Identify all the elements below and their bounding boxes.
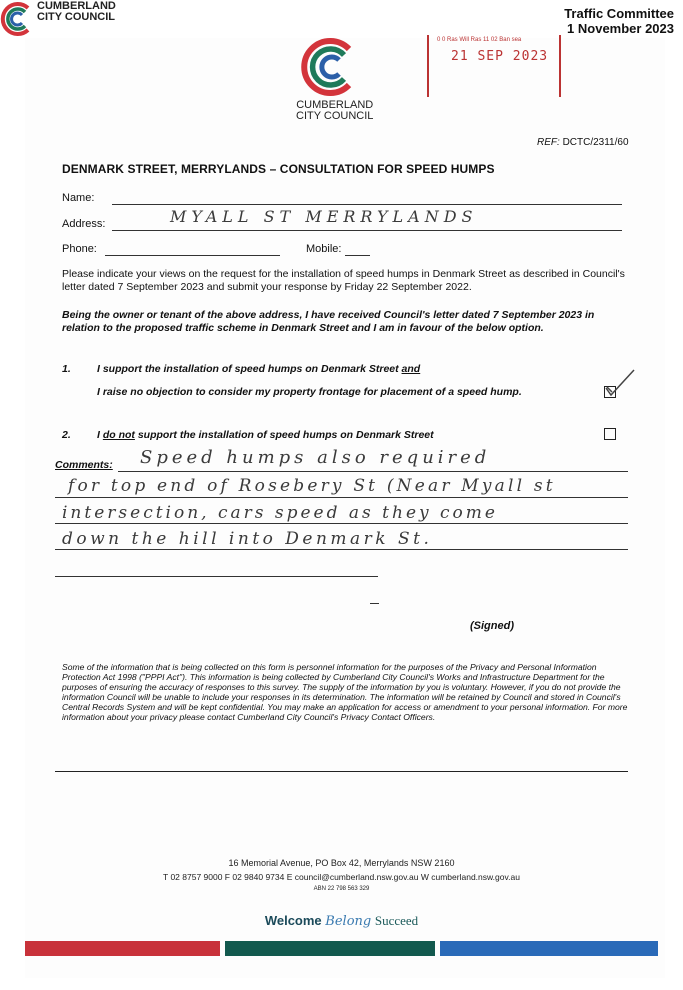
scanned-page [25,38,665,978]
footer-contacts: T 02 8757 9000 F 02 9840 9734 E council@… [163,872,520,882]
option1-checkmark-icon [600,368,640,398]
letterhead-line2: CITY COUNCIL [296,110,374,122]
option1-number: 1. [62,363,71,375]
address-field[interactable] [112,230,622,231]
comment-handwritten-3: intersection, cars speed as they come [62,503,498,523]
footer-bar-red [25,941,220,956]
mobile-label: Mobile: [306,243,342,255]
comment-handwritten-1: Speed humps also required [140,447,491,468]
letterhead-line1: CUMBERLAND [296,99,374,111]
committee-header: Traffic Committee 1 November 2023 [564,6,674,36]
comment-line-5 [55,576,378,577]
stamp-date: 21 SEP 2023 [451,49,549,64]
comment-line-2 [55,497,628,498]
address-handwritten: MYALL ST MERRYLANDS [170,207,478,226]
committee-title: Traffic Committee [564,6,674,21]
option1-and: and [401,363,421,375]
footer-address: 16 Memorial Avenue, PO Box 42, Merryland… [228,858,455,868]
comment-line-1 [118,471,628,472]
comments-label: Comments: [55,459,113,471]
header-council-name: CUMBERLAND CITY COUNCIL [37,1,116,23]
ref-label: REF: [537,137,560,148]
declaration-text: Being the owner or tenant of the above a… [62,309,595,334]
option1-label: I support the installation of speed hump… [97,363,399,375]
divider [55,771,628,772]
comment-handwritten-4: down the hill into Denmark St. [62,529,433,549]
phone-label: Phone: [62,243,97,255]
option1-line2: I raise no objection to consider my prop… [97,386,522,398]
received-stamp: 0 0 Ras Will Ras 11 02 Ban sea 21 SEP 20… [427,35,561,97]
slogan-belong: Belong [325,914,372,929]
option2-not: do not [102,429,135,441]
footer-abn: ABN 22 798 563 329 [313,886,370,892]
committee-date: 1 November 2023 [567,21,674,36]
option1-text: I support the installation of speed hump… [97,363,420,375]
header-council-line2: CITY COUNCIL [37,11,116,23]
stamp-text: 0 0 Ras Will Ras 11 02 Ban sea [437,37,522,43]
council-logo-icon [0,0,34,38]
option2-pre: I [97,429,100,441]
phone-field[interactable] [105,255,280,256]
address-label: Address: [62,218,106,230]
option2-text: I do not support the installation of spe… [97,429,434,441]
instructions-text: Please indicate your views on the reques… [62,268,625,293]
slogan-succeed: Succeed [374,913,419,928]
signed-label: (Signed) [470,620,514,632]
mobile-field[interactable] [345,255,370,256]
footer-bar-green [225,941,435,956]
header-council-line1: CUMBERLAND [37,0,116,12]
form-title: DENMARK STREET, MERRYLANDS – CONSULTATIO… [62,162,495,176]
privacy-notice: Some of the information that is being co… [62,662,628,722]
comment-line-3 [55,523,628,524]
option2-number: 2. [62,429,71,441]
letterhead-council-name: CUMBERLAND CITY COUNCIL [296,100,373,122]
name-label: Name: [62,192,95,204]
reference-number: REF: DCTC/2311/60 [537,137,629,148]
letterhead-logo-icon [301,37,361,97]
comment-handwritten-2: for top end of Rosebery St (Near Myall s… [68,476,556,496]
option2-post: support the installation of speed humps … [137,429,434,441]
ref-value: DCTC/2311/60 [562,137,629,148]
option2-checkbox[interactable] [604,428,616,440]
option1-checkbox[interactable] [604,386,616,398]
footer-bar-blue [440,941,658,956]
slogan: Welcome Belong Succeed [0,913,683,929]
slogan-welcome: Welcome [264,913,322,928]
comment-line-4 [55,549,628,550]
name-field[interactable] [112,204,622,205]
dash-mark [370,603,379,604]
